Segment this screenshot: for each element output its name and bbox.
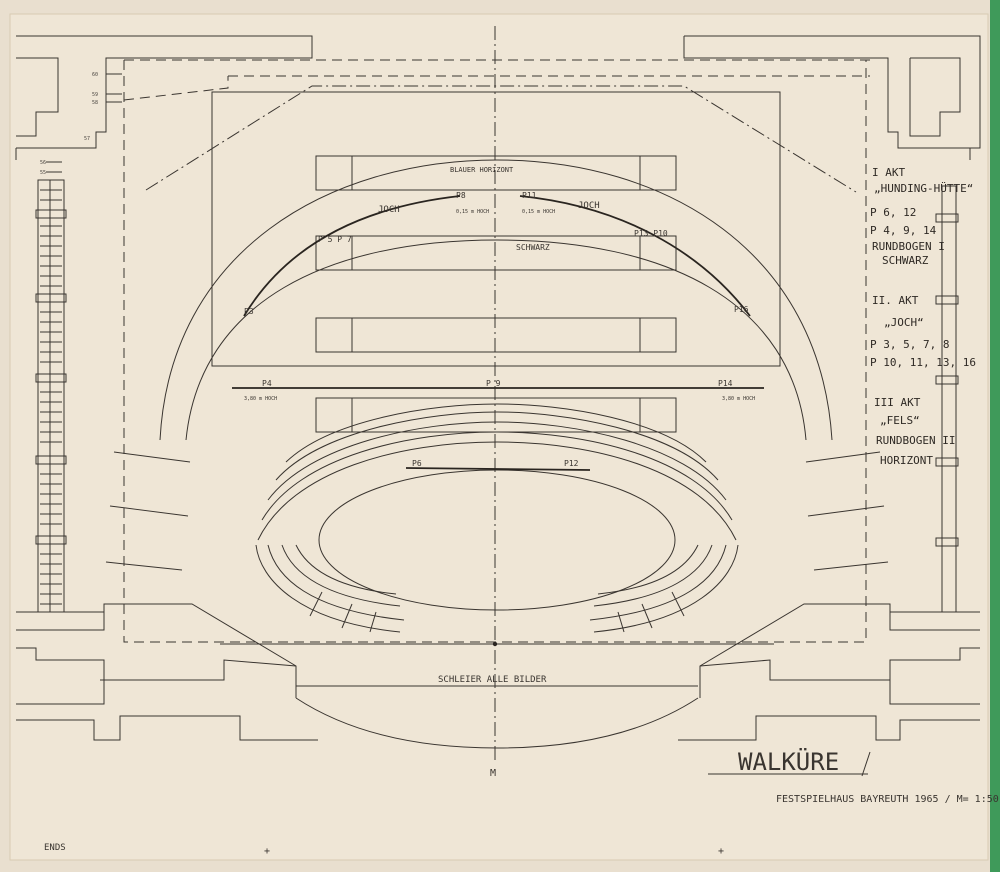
note-akt1-rundbogen: RUNDBOGEN I bbox=[872, 240, 945, 253]
joch-left bbox=[243, 195, 461, 317]
note-akt2-p1: P 3, 5, 7, 8 bbox=[870, 338, 949, 351]
front-left-walls bbox=[16, 603, 318, 741]
rundbogen-inner bbox=[185, 239, 807, 441]
note-akt3: III AKT bbox=[874, 396, 921, 409]
label-p16: P16 bbox=[734, 305, 749, 314]
stage-outline-dashed-corner bbox=[123, 76, 229, 101]
mark-60: 60 bbox=[92, 72, 98, 78]
left-measure-column bbox=[35, 179, 67, 613]
label-m: M bbox=[490, 768, 496, 779]
note-akt3-horizont: HORIZONT bbox=[880, 454, 933, 467]
joch-right bbox=[519, 195, 751, 317]
mark-55: 55 bbox=[40, 170, 46, 176]
note-akt2-p2: P 10, 11, 13, 16 bbox=[870, 356, 976, 369]
note-akt1-schwarz: SCHWARZ bbox=[882, 254, 929, 267]
green-edge-strip bbox=[990, 0, 1000, 872]
label-p12: P12 bbox=[564, 459, 579, 468]
note-akt3-rundbogen: RUNDBOGEN II bbox=[876, 434, 955, 447]
label-schleier: SCHLEIER ALLE BILDER bbox=[438, 675, 547, 685]
left-wall-outline bbox=[15, 35, 313, 160]
registration-mark-right: + bbox=[718, 846, 724, 857]
label-joch-right: JOCH bbox=[578, 201, 600, 211]
note-akt1-title: „HUNDING-HÜTTE“ bbox=[874, 182, 973, 195]
label-p13-p10: P13 P10 bbox=[634, 229, 668, 238]
label-p14: P14 bbox=[718, 379, 733, 388]
right-wall-outline bbox=[683, 35, 981, 160]
label-schwarz: SCHWARZ bbox=[516, 243, 550, 252]
title-subline: FESTSPIELHAUS BAYREUTH 1965 / M= 1:50 bbox=[776, 794, 999, 805]
label-p11-height: 0,15 m HOCH bbox=[522, 209, 555, 215]
label-p4: P4 bbox=[262, 379, 272, 388]
note-akt2-title: „JOCH“ bbox=[884, 316, 924, 329]
mark-58: 58 bbox=[92, 100, 98, 106]
right-measure-column bbox=[935, 185, 959, 613]
prospect-line-p6-p12 bbox=[405, 467, 591, 471]
label-p3: P3 bbox=[244, 307, 254, 316]
label-p5-p7: P 5 P 7 bbox=[318, 235, 352, 244]
mark-57: 57 bbox=[84, 136, 90, 142]
note-akt2: II. AKT bbox=[872, 294, 919, 307]
registration-mark-left: + bbox=[264, 846, 270, 857]
corner-signature: ENDS bbox=[44, 843, 66, 853]
center-point bbox=[492, 641, 498, 647]
central-ellipse bbox=[318, 469, 676, 611]
label-p6: P6 bbox=[412, 459, 422, 468]
note-akt3-title: „FELS“ bbox=[880, 414, 920, 427]
cyclorama-outline bbox=[145, 85, 857, 193]
label-p9: P 9 bbox=[486, 379, 501, 388]
title-walkuere: WALKÜRE bbox=[738, 747, 839, 776]
note-akt1-p1: P 6, 12 bbox=[870, 206, 916, 219]
label-joch-left: JOCH bbox=[378, 205, 400, 215]
left-measure-ticks bbox=[40, 189, 62, 605]
orchestra-edge bbox=[295, 697, 699, 749]
label-p14-height: 3,80 m HOCH bbox=[722, 396, 755, 402]
left-top-marks: 60 59 58 57 56 55 bbox=[40, 72, 122, 176]
drawing-sheet bbox=[9, 13, 989, 861]
back-stage-rectangle bbox=[211, 91, 781, 367]
front-right-walls bbox=[678, 603, 980, 741]
title-block: WALKÜRE FESTSPIELHAUS BAYREUTH 1965 / M=… bbox=[44, 747, 999, 857]
label-blauer-horizont: BLAUER HORIZONT bbox=[450, 166, 514, 174]
act-notes: I AKT „HUNDING-HÜTTE“ P 6, 12 P 4, 9, 14… bbox=[870, 166, 976, 467]
label-p11: P11 bbox=[522, 191, 537, 200]
mark-59: 59 bbox=[92, 92, 98, 98]
label-p8-height: 0,15 m HOCH bbox=[456, 209, 489, 215]
mark-56: 56 bbox=[40, 160, 46, 166]
rundbogen-outer bbox=[159, 159, 833, 441]
side-wings bbox=[105, 451, 889, 571]
fels-rings bbox=[255, 403, 739, 633]
note-akt1: I AKT bbox=[872, 166, 905, 179]
label-p4-height: 3,80 m HOCH bbox=[244, 396, 277, 402]
label-p8: P8 bbox=[456, 191, 466, 200]
note-akt1-p2: P 4, 9, 14 bbox=[870, 224, 937, 237]
